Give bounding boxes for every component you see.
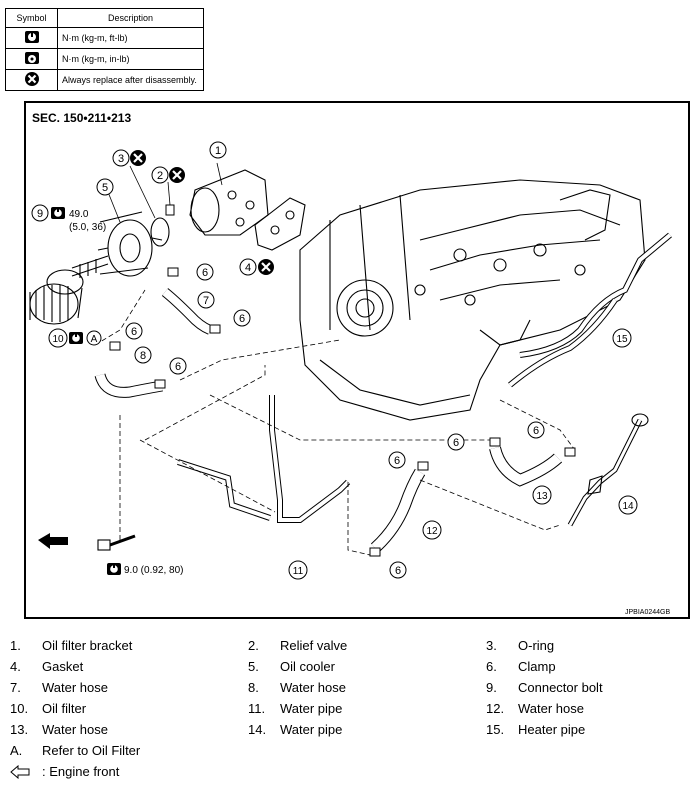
svg-text:10: 10 <box>52 334 64 345</box>
always-replace-icon <box>167 165 187 185</box>
callouts: 1 2 3 4 5 6 6 6 6 6 6 6 6 7 8 9 49.0 (5.… <box>31 141 638 580</box>
svg-text:15: 15 <box>616 334 628 345</box>
svg-text:6: 6 <box>175 361 181 373</box>
svg-text:3: 3 <box>118 153 124 165</box>
callout-14: 14 <box>618 495 638 515</box>
symbol-desc-3: Always replace after disassembly. <box>57 69 204 91</box>
svg-text:6: 6 <box>239 313 245 325</box>
callout-6b: 6 <box>233 309 251 327</box>
torque-connector-bolt: 49.0 <box>69 209 89 220</box>
section-label: SEC. 150•211•213 <box>32 111 131 125</box>
always-replace-icon <box>256 257 276 277</box>
oil-cooler <box>97 191 163 277</box>
callout-4: 4 <box>239 258 257 276</box>
callout-13: 13 <box>532 485 552 505</box>
callout-12: 12 <box>422 520 442 540</box>
always-replace-icon <box>5 69 58 91</box>
svg-text:13: 13 <box>536 491 548 502</box>
callout-15: 15 <box>612 328 632 348</box>
callout-6h: 6 <box>389 561 407 579</box>
callout-10: 10 <box>48 328 68 348</box>
svg-text:4: 4 <box>245 262 251 274</box>
engine-block <box>299 179 646 421</box>
engine-front-arrow-icon <box>38 533 68 549</box>
callout-8: 8 <box>134 346 152 364</box>
callout-5: 5 <box>96 178 114 196</box>
torque-wrench-icon <box>69 332 83 344</box>
callout-3: 3 <box>112 149 130 167</box>
svg-text:1: 1 <box>215 145 221 157</box>
svg-text:6: 6 <box>453 437 459 449</box>
gasket <box>254 197 306 251</box>
callout-7: 7 <box>197 291 215 309</box>
svg-text:11: 11 <box>293 566 304 577</box>
hoses-and-pipes <box>94 232 672 557</box>
callout-6e: 6 <box>447 433 465 451</box>
svg-text:6: 6 <box>395 565 401 577</box>
svg-text:7: 7 <box>203 295 209 307</box>
torque-connector-bolt-sub: (5.0, 36) <box>69 222 106 233</box>
torque-water-pipe-bolt: 9.0 (0.92, 80) <box>124 565 183 576</box>
symbol-table: Symbol Description N·m (kg-m, ft-lb) N·m… <box>5 8 204 91</box>
relief-valve <box>165 181 175 216</box>
callout-2: 2 <box>151 166 169 184</box>
callout-6a: 6 <box>196 263 214 281</box>
torque-wrench-icon <box>5 27 58 49</box>
callout-11: 11 <box>288 560 308 580</box>
svg-text:6: 6 <box>202 267 208 279</box>
svg-text:6: 6 <box>394 455 400 467</box>
callout-9: 9 <box>31 204 49 222</box>
callout-6f: 6 <box>527 421 545 439</box>
torque-wrench-icon <box>107 563 121 575</box>
drawing-code: JPBIA0244GB <box>625 609 670 616</box>
svg-text:14: 14 <box>622 501 634 512</box>
svg-text:A: A <box>91 334 98 345</box>
callout-1: 1 <box>209 141 227 159</box>
svg-text:6: 6 <box>533 425 539 437</box>
svg-text:12: 12 <box>426 526 438 537</box>
oil-filter-bracket <box>189 162 269 236</box>
parts-legend: 1.Oil filter bracket 2.Relief valve 3.O-… <box>10 638 603 779</box>
callout-A: A <box>86 330 102 346</box>
oil-filter <box>29 269 84 325</box>
svg-text:6: 6 <box>131 326 137 338</box>
o-ring <box>129 165 170 247</box>
always-replace-icon <box>128 148 148 168</box>
callout-6g: 6 <box>388 451 406 469</box>
engine-front-arrow-icon <box>10 765 30 779</box>
callout-6d: 6 <box>169 357 187 375</box>
svg-text:2: 2 <box>157 170 163 182</box>
connector-bolt <box>71 255 109 278</box>
callout-6c: 6 <box>125 322 143 340</box>
diagram-frame <box>24 101 690 619</box>
svg-text:5: 5 <box>102 182 108 194</box>
torque-wrench-icon <box>51 207 65 219</box>
svg-text:8: 8 <box>140 350 146 362</box>
svg-text:9: 9 <box>37 208 43 220</box>
